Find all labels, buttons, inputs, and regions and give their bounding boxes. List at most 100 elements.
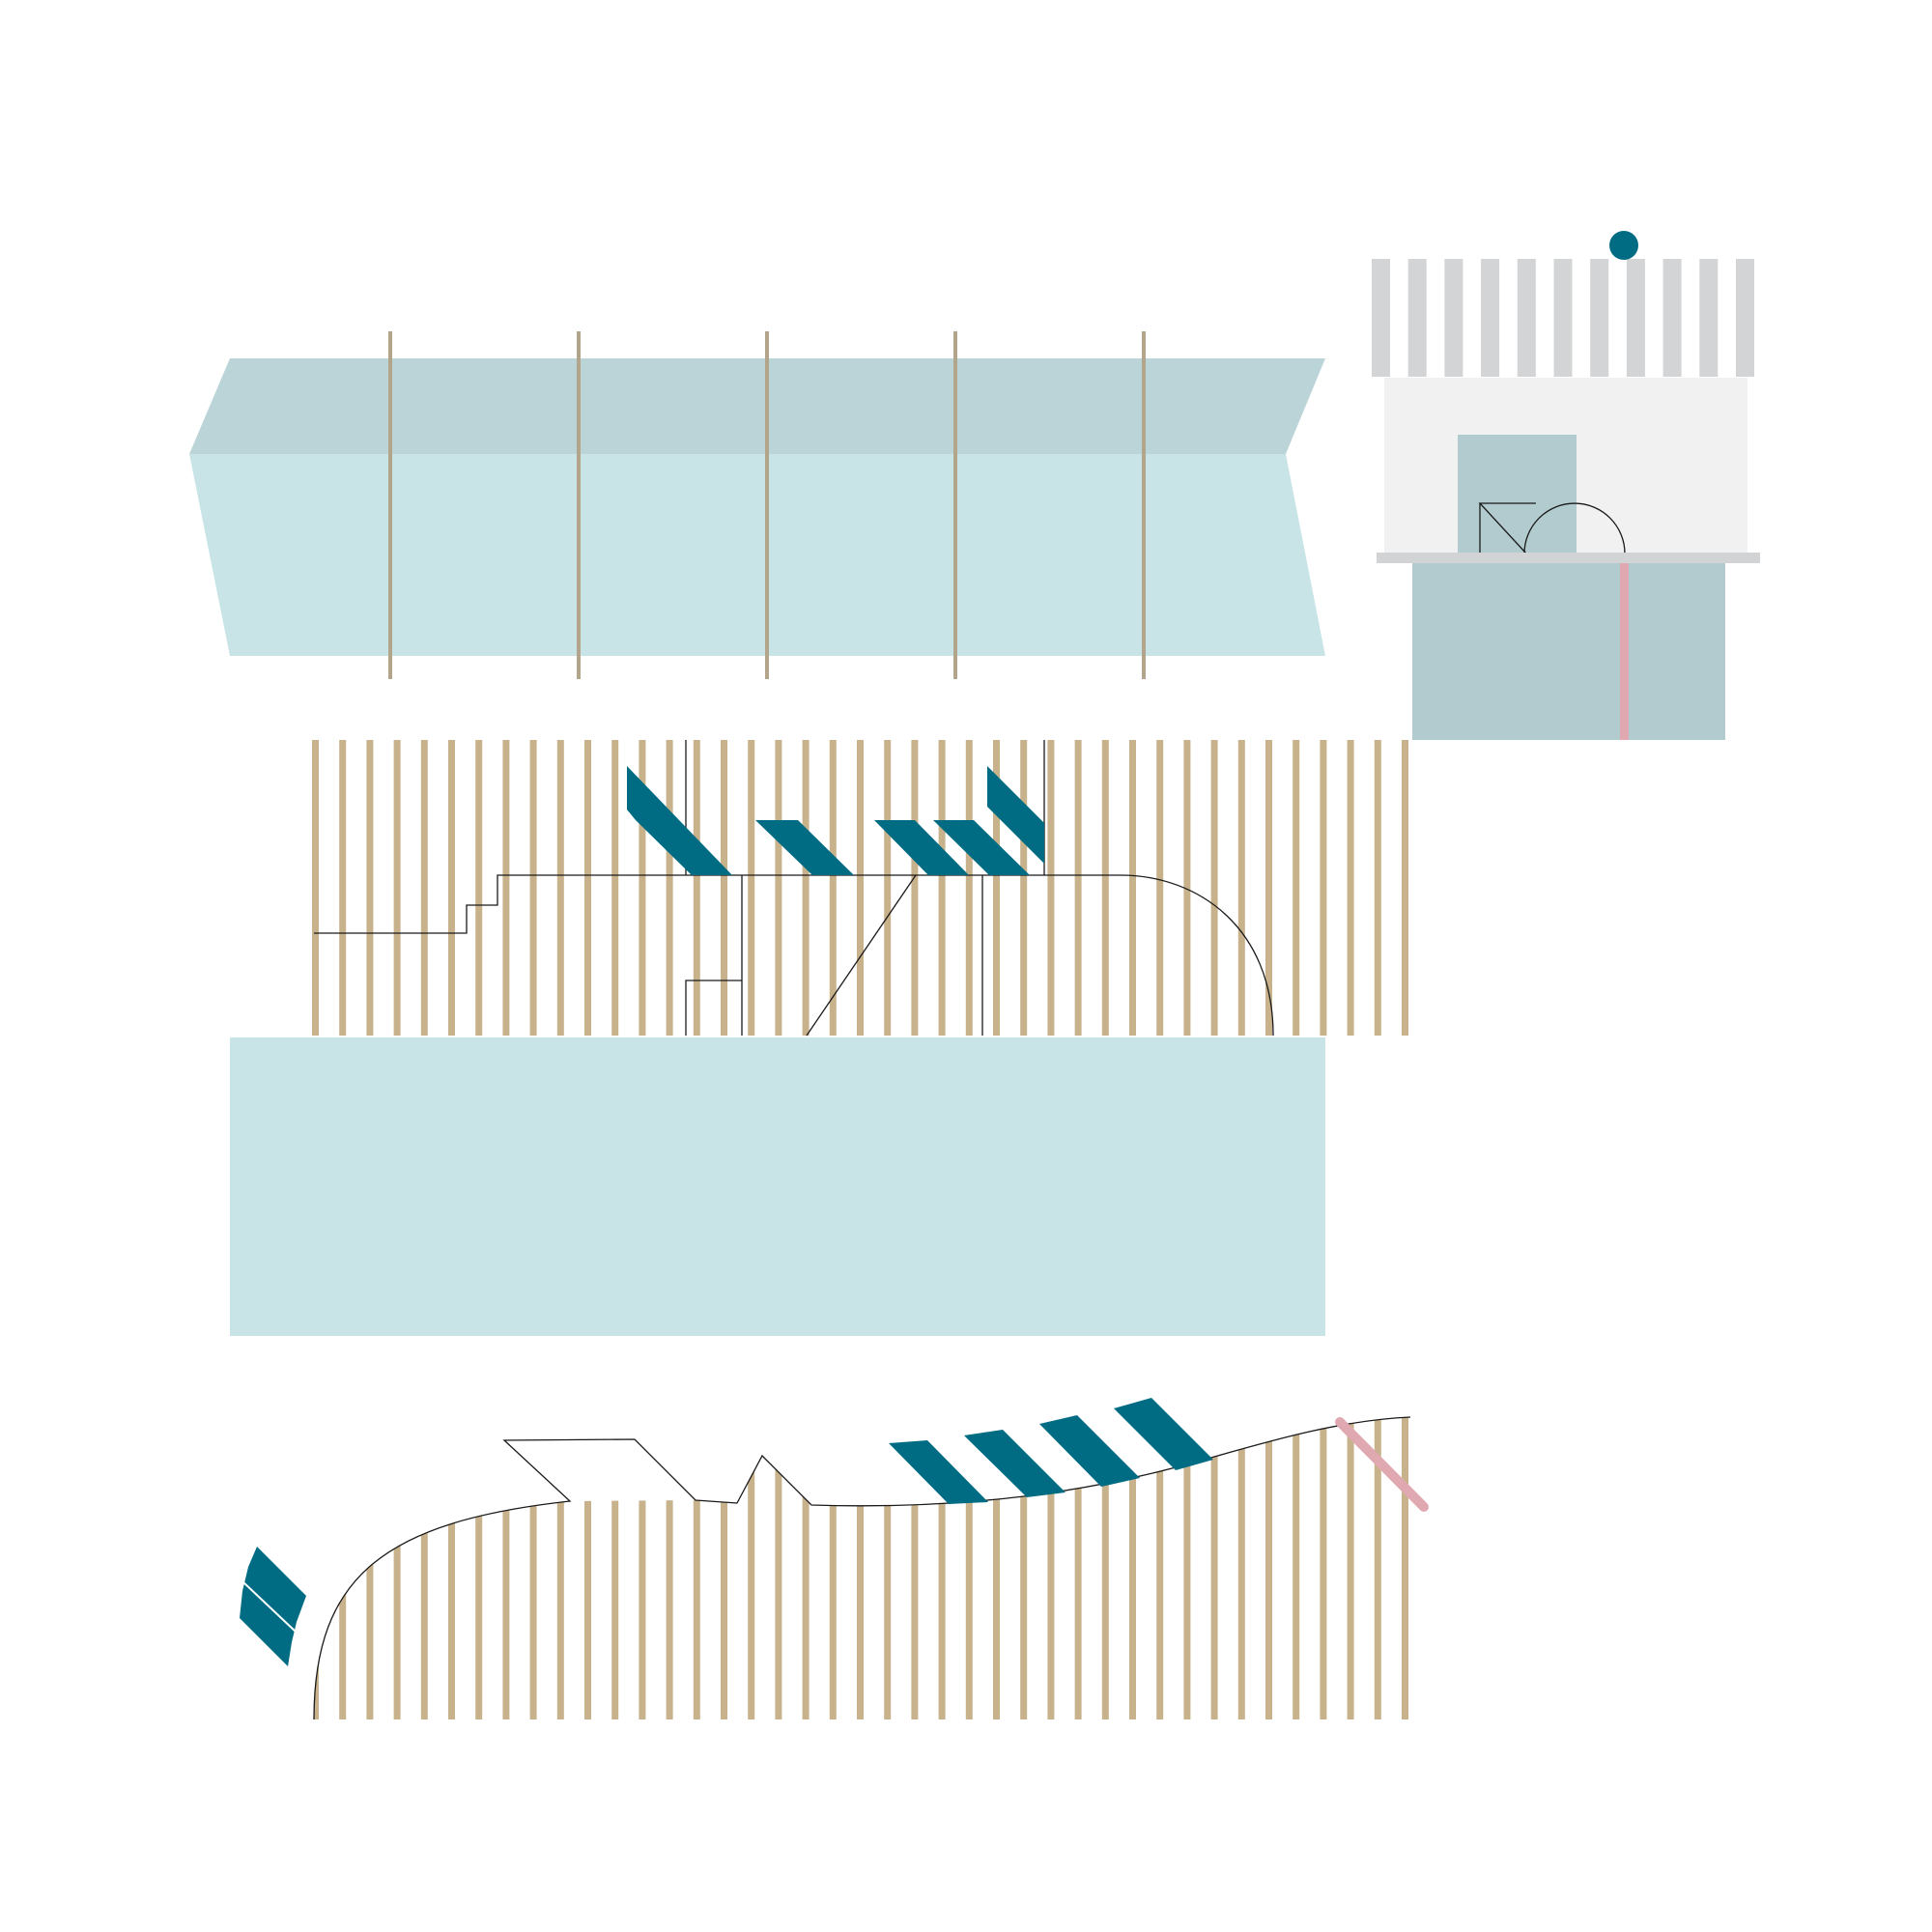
- mid-slat: [312, 740, 319, 1036]
- wave-slat: [529, 1417, 537, 1719]
- kiosk-fence-slat: [1662, 259, 1682, 377]
- kiosk-shelf: [1377, 553, 1760, 563]
- mid-outline-stepped-edge: [314, 874, 1274, 1037]
- mid-slat: [475, 740, 483, 1036]
- wave-slat: [1374, 1417, 1381, 1719]
- kiosk-fence-slat: [1626, 259, 1645, 377]
- wave-slat: [611, 1417, 619, 1719]
- wave-slat: [1265, 1417, 1272, 1719]
- wave-slat: [1293, 1417, 1300, 1719]
- mid-slat: [1183, 740, 1191, 1036]
- kiosk-teal-dot: [1609, 231, 1638, 260]
- kiosk-fence-slat: [1517, 259, 1536, 377]
- mid-slat: [1320, 740, 1327, 1036]
- mid-marker-4: [933, 820, 1030, 875]
- wave-slat: [829, 1417, 837, 1719]
- mid-slat: [666, 740, 673, 1036]
- wave-slat: [693, 1417, 700, 1719]
- wave-slat: [884, 1417, 892, 1719]
- mid-slat: [448, 740, 455, 1036]
- mid-marker-1: [627, 766, 732, 875]
- wave-slat: [666, 1417, 673, 1719]
- wave-slat: [1347, 1417, 1354, 1719]
- mid-slat: [1210, 740, 1218, 1036]
- wave-slat: [393, 1417, 401, 1719]
- wave-slat: [502, 1417, 510, 1719]
- wave-teal-markers: [240, 1398, 1213, 1666]
- mid-slat: [529, 740, 537, 1036]
- wave-slat: [857, 1417, 864, 1719]
- wave-slat: [448, 1417, 455, 1719]
- wave-left-marker-divider: [242, 1581, 298, 1634]
- kiosk-fence-slat: [1736, 259, 1754, 377]
- kiosk-fence-slat: [1481, 259, 1500, 377]
- mid-slat: [502, 740, 510, 1036]
- wave-timber-band: [240, 1398, 1429, 1720]
- wave-slat: [965, 1417, 973, 1719]
- mid-slat: [802, 740, 810, 1036]
- mid-slat: [1347, 740, 1354, 1036]
- mid-marker-3: [874, 820, 969, 875]
- kiosk-fence-slat: [1553, 259, 1573, 377]
- upper-block-top-band: [189, 358, 1325, 454]
- mid-slat: [366, 740, 374, 1036]
- kiosk-fence-slat: [1590, 259, 1609, 377]
- mid-slat: [1074, 740, 1082, 1036]
- mid-slat: [965, 740, 973, 1036]
- wave-slat: [420, 1417, 428, 1719]
- mid-slat: [1293, 740, 1300, 1036]
- wave-slat: [1047, 1417, 1055, 1719]
- wave-slat: [1320, 1417, 1327, 1719]
- mid-slat-group: [312, 740, 1408, 1036]
- kiosk-fence-slat: [1407, 259, 1427, 377]
- lower-water-block: [230, 1037, 1325, 1336]
- wave-slat: [1129, 1417, 1136, 1719]
- wave-slat: [584, 1417, 591, 1719]
- wave-pink-diagonal: [1335, 1417, 1429, 1512]
- mid-slat: [748, 740, 755, 1036]
- mid-slat: [1129, 740, 1136, 1036]
- mid-slat: [857, 740, 864, 1036]
- kiosk-arch-shape: [1523, 502, 1626, 554]
- mid-outline-notch: [685, 980, 742, 1036]
- wave-slat: [911, 1417, 919, 1719]
- mid-slat: [1020, 740, 1028, 1036]
- wave-slat: [775, 1417, 782, 1719]
- wave-marker-4: [1114, 1398, 1213, 1470]
- kiosk-pink-pole: [1620, 563, 1629, 740]
- upper-post: [953, 331, 957, 679]
- mid-slat: [611, 740, 619, 1036]
- wave-marker-3: [1039, 1415, 1140, 1487]
- wave-slat: [639, 1417, 646, 1719]
- wave-slat: [556, 1417, 564, 1719]
- mid-slat: [829, 740, 837, 1036]
- wave-slat: [1074, 1417, 1082, 1719]
- mid-slat: [884, 740, 892, 1036]
- mid-slat: [721, 740, 727, 1036]
- mid-slat: [911, 740, 919, 1036]
- wave-slat: [1183, 1417, 1191, 1719]
- mid-slat: [775, 740, 782, 1036]
- mid-slat: [1237, 740, 1245, 1036]
- mid-slat: [1047, 740, 1055, 1036]
- kiosk-slat-fence: [1372, 259, 1754, 377]
- kiosk-fence-slat: [1444, 259, 1463, 377]
- wave-slat: [721, 1417, 727, 1719]
- wave-marker-2: [964, 1430, 1065, 1497]
- wave-slat: [993, 1417, 1000, 1719]
- wave-left-marker: [240, 1547, 306, 1666]
- wave-marker-1: [889, 1440, 988, 1504]
- upper-post: [577, 331, 581, 679]
- striped-timber-band: [312, 740, 1408, 1037]
- mid-slat: [393, 740, 401, 1036]
- mid-slat: [1101, 740, 1109, 1036]
- kiosk-elevation: [1372, 231, 1760, 740]
- kiosk-fence-slat: [1699, 259, 1719, 377]
- wave-slat: [802, 1417, 810, 1719]
- mid-outline-diagonal: [806, 874, 917, 1037]
- mid-slat: [1402, 740, 1408, 1036]
- wave-slat: [748, 1417, 755, 1719]
- upper-post: [388, 331, 392, 679]
- mid-slat: [1374, 740, 1381, 1036]
